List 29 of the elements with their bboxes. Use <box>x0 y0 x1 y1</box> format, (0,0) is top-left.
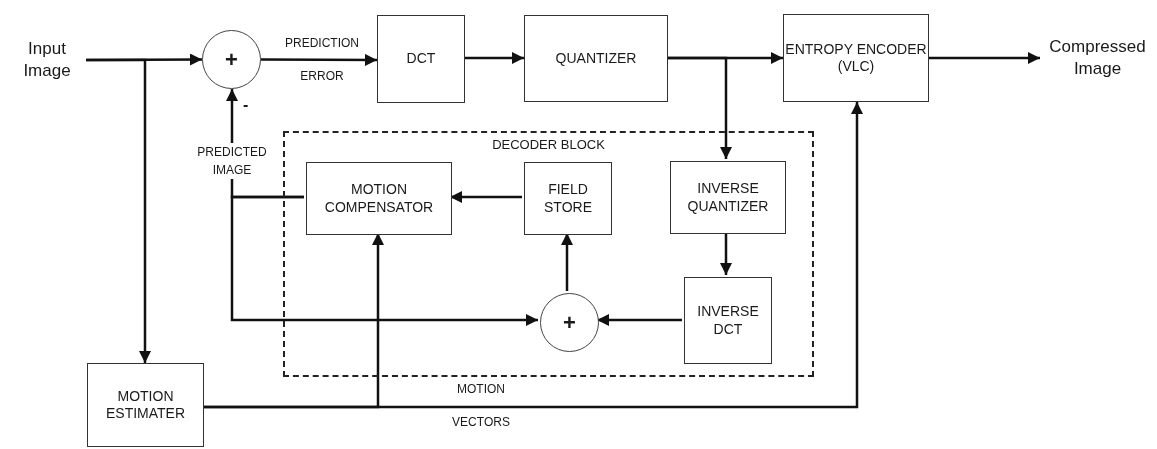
arrow <box>929 52 1040 64</box>
arrow <box>720 232 732 275</box>
edge-label: PREDICTION ERROR <box>285 35 359 85</box>
process-box: DCT <box>377 15 465 103</box>
summing-junction: + <box>202 30 261 89</box>
process-box: INVERSE DCT <box>684 277 772 364</box>
decoder-group <box>283 131 814 377</box>
summing-junction: + <box>540 293 599 352</box>
output-label: Compressed Image <box>1040 30 1155 86</box>
arrow <box>86 58 151 363</box>
minus-sign: - <box>243 96 249 114</box>
arrow <box>230 195 538 326</box>
process-box: FIELD STORE <box>524 162 612 235</box>
process-box: QUANTIZER <box>524 15 668 102</box>
arrow <box>261 53 377 66</box>
process-box: ENTROPY ENCODER (VLC) <box>783 14 929 102</box>
arrow <box>450 191 522 203</box>
process-box: MOTION ESTIMATER <box>87 363 204 447</box>
input-label: Input Image <box>8 36 86 84</box>
arrow <box>597 314 682 326</box>
edge-label: MOTION VECTORS <box>452 381 510 431</box>
arrow <box>204 102 863 409</box>
edge-label: PREDICTED IMAGE <box>197 143 267 179</box>
group-title: DECODER BLOCK <box>491 137 606 152</box>
process-box: INVERSE QUANTIZER <box>670 161 786 234</box>
arrow <box>561 233 573 291</box>
process-box: MOTION COMPENSATOR <box>306 162 452 235</box>
arrow <box>465 52 524 64</box>
arrow <box>668 56 732 159</box>
